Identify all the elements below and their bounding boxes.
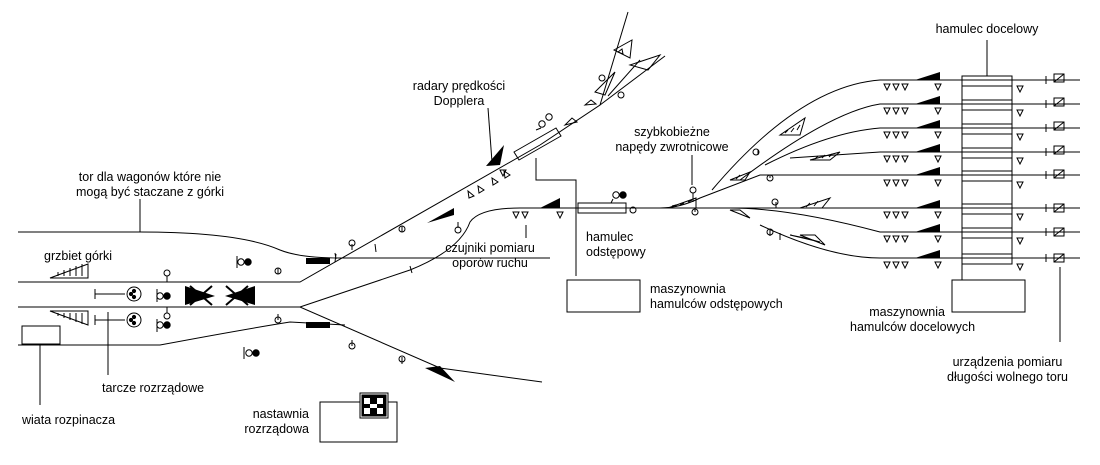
classification-tracks (711, 79, 1080, 259)
label-wiata: wiata rozpinacza (22, 413, 116, 427)
label-hamulec-doc: hamulec docelowy (935, 22, 1039, 36)
label-nastawnia: nastawnia rozrządowa (232, 407, 309, 437)
nastawnia-box (319, 392, 398, 443)
label-hamulec-odst: hamulec odstępowy (586, 230, 646, 260)
wiata-rozpinacza-box (21, 325, 61, 345)
track-bottom-curve (18, 321, 346, 346)
label-maszynownia-odst: maszynownia hamulców odstępowych (650, 282, 783, 312)
sensor-single-triangles (934, 83, 1024, 272)
label-czujniki: czujniki pomiaru oporów ruchu (430, 241, 550, 271)
label-maszynownia-doc-line2: hamulców docelowych (850, 320, 976, 334)
shunting-signal-lower-icon (94, 312, 142, 328)
label-radar-line2: Dopplera (433, 94, 485, 108)
maszynownia-docelowa-box (951, 279, 1026, 313)
sensor-triangles (499, 83, 909, 270)
label-tor-stacz-line1: tor dla wagonów które nie (78, 170, 222, 184)
label-radar: radary prędkości Dopplera (404, 79, 514, 109)
label-radar-line1: radary prędkości (412, 79, 506, 93)
label-nastawnia-line2: rozrządowa (244, 422, 309, 436)
label-maszynownia-doc: maszynownia hamulców docelowych (850, 305, 976, 335)
label-tarcze: tarcze rozrządowe (102, 381, 205, 395)
label-szybkobiezne-line2: napędy zwrotnicowe (615, 140, 729, 154)
label-szybkobiezne-line1: szybkobieżne (634, 125, 710, 139)
label-hamulec-odst-line2: odstępowy (586, 245, 646, 259)
switch-blades-icon (185, 286, 255, 305)
label-maszynownia-odst-line1: maszynownia (650, 282, 726, 296)
leader-lines (39, 40, 988, 405)
label-czujniki-line2: oporów ruchu (452, 256, 528, 270)
retarder-wedges (915, 72, 940, 258)
label-hamulec-odst-line1: hamulec (586, 230, 634, 244)
label-grzbiet: grzbiet górki (44, 249, 113, 263)
label-tor-stacz: tor dla wagonów które nie mogą być stacz… (60, 170, 240, 200)
shunting-signal-upper-icon (94, 286, 142, 302)
upper-retarder (513, 127, 562, 161)
label-urzadzenia-line1: urządzenia pomiaru (952, 355, 1063, 369)
label-urzadzenia: urządzenia pomiaru długości wolnego toru (940, 355, 1075, 385)
label-czujniki-line1: czujniki pomiaru (445, 241, 535, 255)
label-tor-stacz-line2: mogą być staczane z górki (76, 185, 224, 199)
detector-posts (163, 222, 462, 364)
label-szybkobiezne: szybkobieżne napędy zwrotnicowe (607, 125, 737, 155)
label-urzadzenia-line2: długości wolnego toru (947, 370, 1068, 384)
label-maszynownia-doc-line1: maszynownia (869, 305, 945, 319)
label-nastawnia-line1: nastawnia (252, 407, 309, 421)
track-middle-branch (299, 207, 600, 308)
signal-small-icon (156, 256, 260, 359)
maszynownia-odstepowa-box (566, 279, 641, 313)
track-hump-upper (18, 144, 541, 283)
hamulec-docelowy-frame (961, 47, 1013, 280)
track-hump-lower (18, 306, 543, 383)
hump-crest-icon (49, 263, 89, 279)
track-bypass (18, 231, 550, 259)
label-maszynownia-odst-line2: hamulców odstępowych (650, 297, 783, 311)
length-meter-icons (1045, 73, 1065, 342)
